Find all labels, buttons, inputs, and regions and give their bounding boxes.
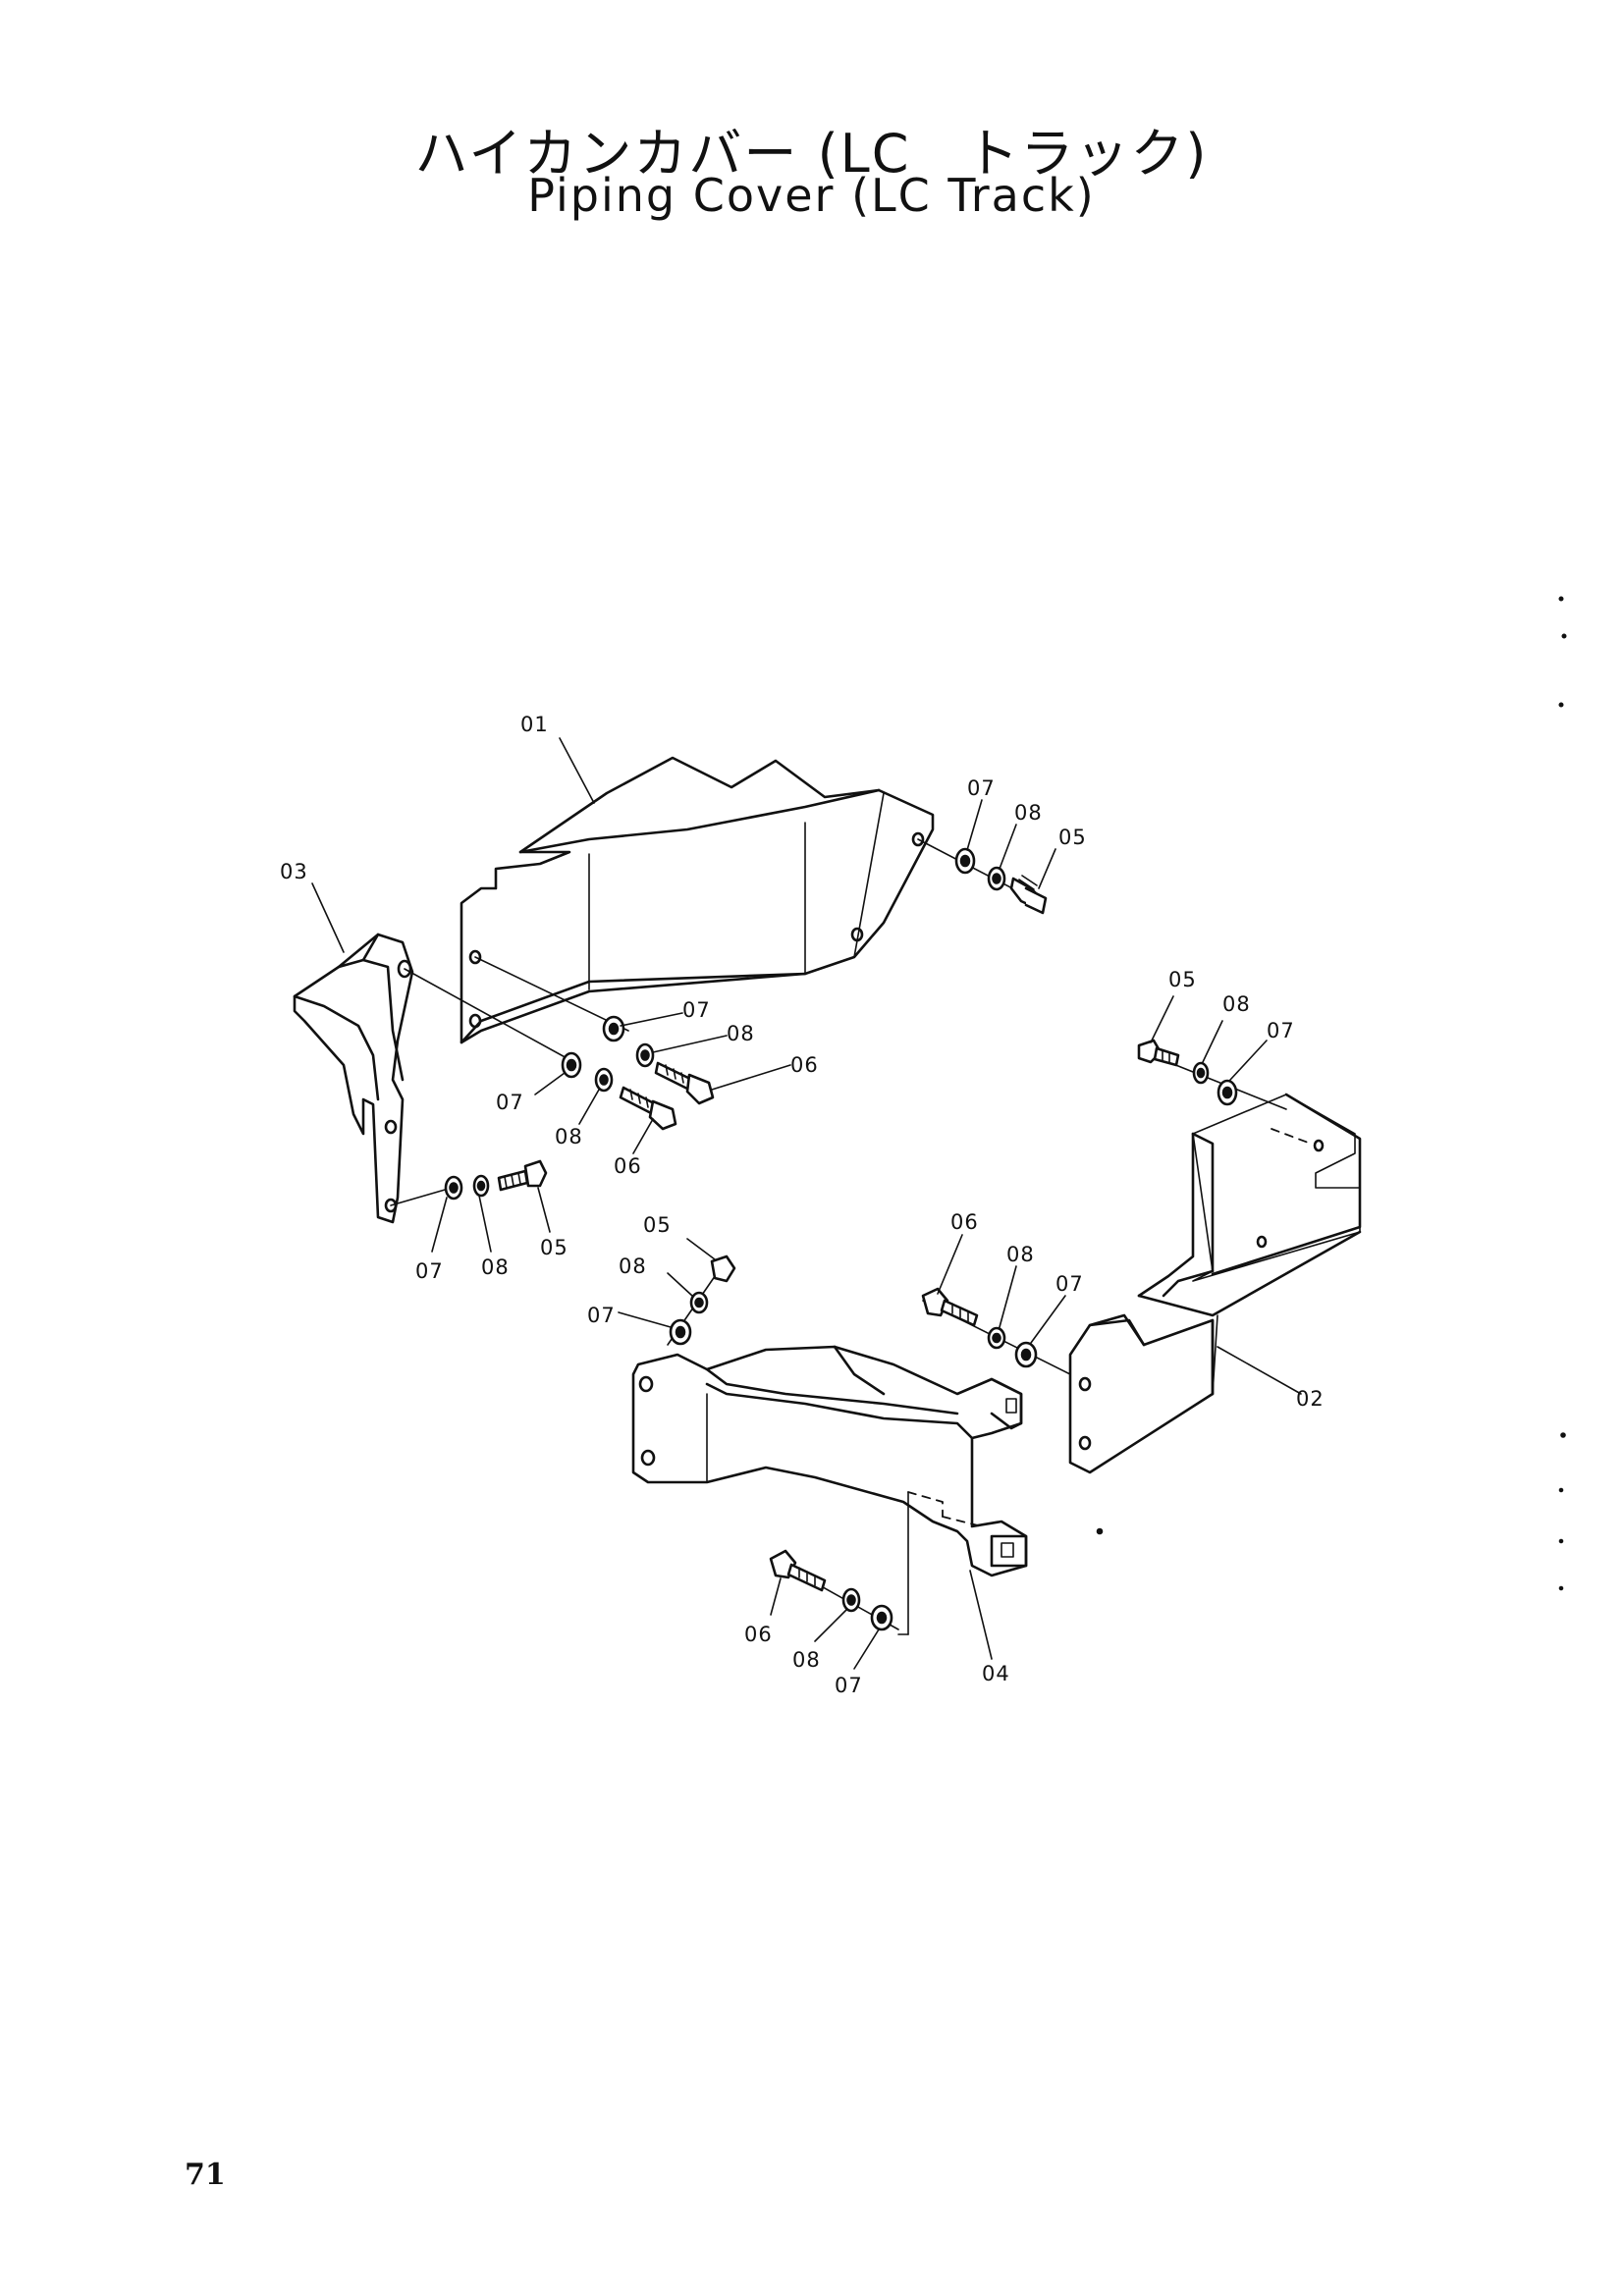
hardware-group-g [921, 1287, 1071, 1375]
callout-f-07: 07 [587, 1304, 616, 1327]
callout-g-06: 06 [950, 1210, 979, 1234]
callout-h-08: 08 [792, 1648, 821, 1672]
hardware-group-d [390, 1159, 548, 1206]
part-02-cover [1068, 1093, 1362, 1474]
callout-b-08: 08 [727, 1022, 755, 1045]
callout-g-07: 07 [1055, 1272, 1084, 1296]
callout-labels: 01 03 02 04 07 08 05 07 08 06 07 08 06 0… [280, 713, 1325, 1697]
callout-part-04: 04 [982, 1662, 1010, 1685]
part-01-cover [460, 756, 935, 1044]
scan-specks [1096, 596, 1567, 1591]
hardware-group-f [667, 1255, 736, 1346]
callout-h-06: 06 [744, 1623, 773, 1646]
part-03-bracket [293, 933, 414, 1224]
title-japanese: ハイカンカバー (LC トラック) [414, 123, 1209, 185]
callout-part-03: 03 [280, 860, 308, 883]
callout-c-07: 07 [496, 1091, 524, 1114]
callout-b-07: 07 [682, 998, 711, 1022]
callout-e-07: 07 [1267, 1019, 1295, 1042]
hardware-group-e [1137, 1039, 1287, 1110]
callout-g-08: 08 [1006, 1243, 1035, 1266]
callout-a-08: 08 [1014, 801, 1043, 825]
page-number: 71 [185, 2158, 226, 2192]
hardware-group-h [769, 1549, 899, 1631]
callout-d-05: 05 [540, 1236, 568, 1259]
hardware-group-b [474, 956, 715, 1105]
part-04-cover [631, 1345, 1028, 1635]
callout-d-08: 08 [481, 1255, 510, 1279]
callout-f-05: 05 [643, 1213, 672, 1237]
callout-h-07: 07 [835, 1674, 863, 1697]
callout-b-06: 06 [790, 1053, 819, 1077]
callout-c-06: 06 [614, 1154, 642, 1178]
callout-f-08: 08 [619, 1255, 647, 1278]
callout-part-01: 01 [520, 713, 549, 736]
callout-a-07: 07 [967, 776, 996, 800]
title-english: Piping Cover (LC Track) [527, 169, 1096, 222]
callout-c-08: 08 [555, 1125, 583, 1148]
callout-a-05: 05 [1058, 826, 1087, 849]
hardware-group-c [404, 968, 677, 1131]
callout-e-05: 05 [1168, 968, 1197, 991]
callout-e-08: 08 [1222, 992, 1251, 1016]
callout-part-02: 02 [1296, 1387, 1325, 1411]
hardware-group-a [917, 838, 1048, 915]
leader-lines [311, 737, 1302, 1670]
callout-d-07: 07 [415, 1259, 444, 1283]
